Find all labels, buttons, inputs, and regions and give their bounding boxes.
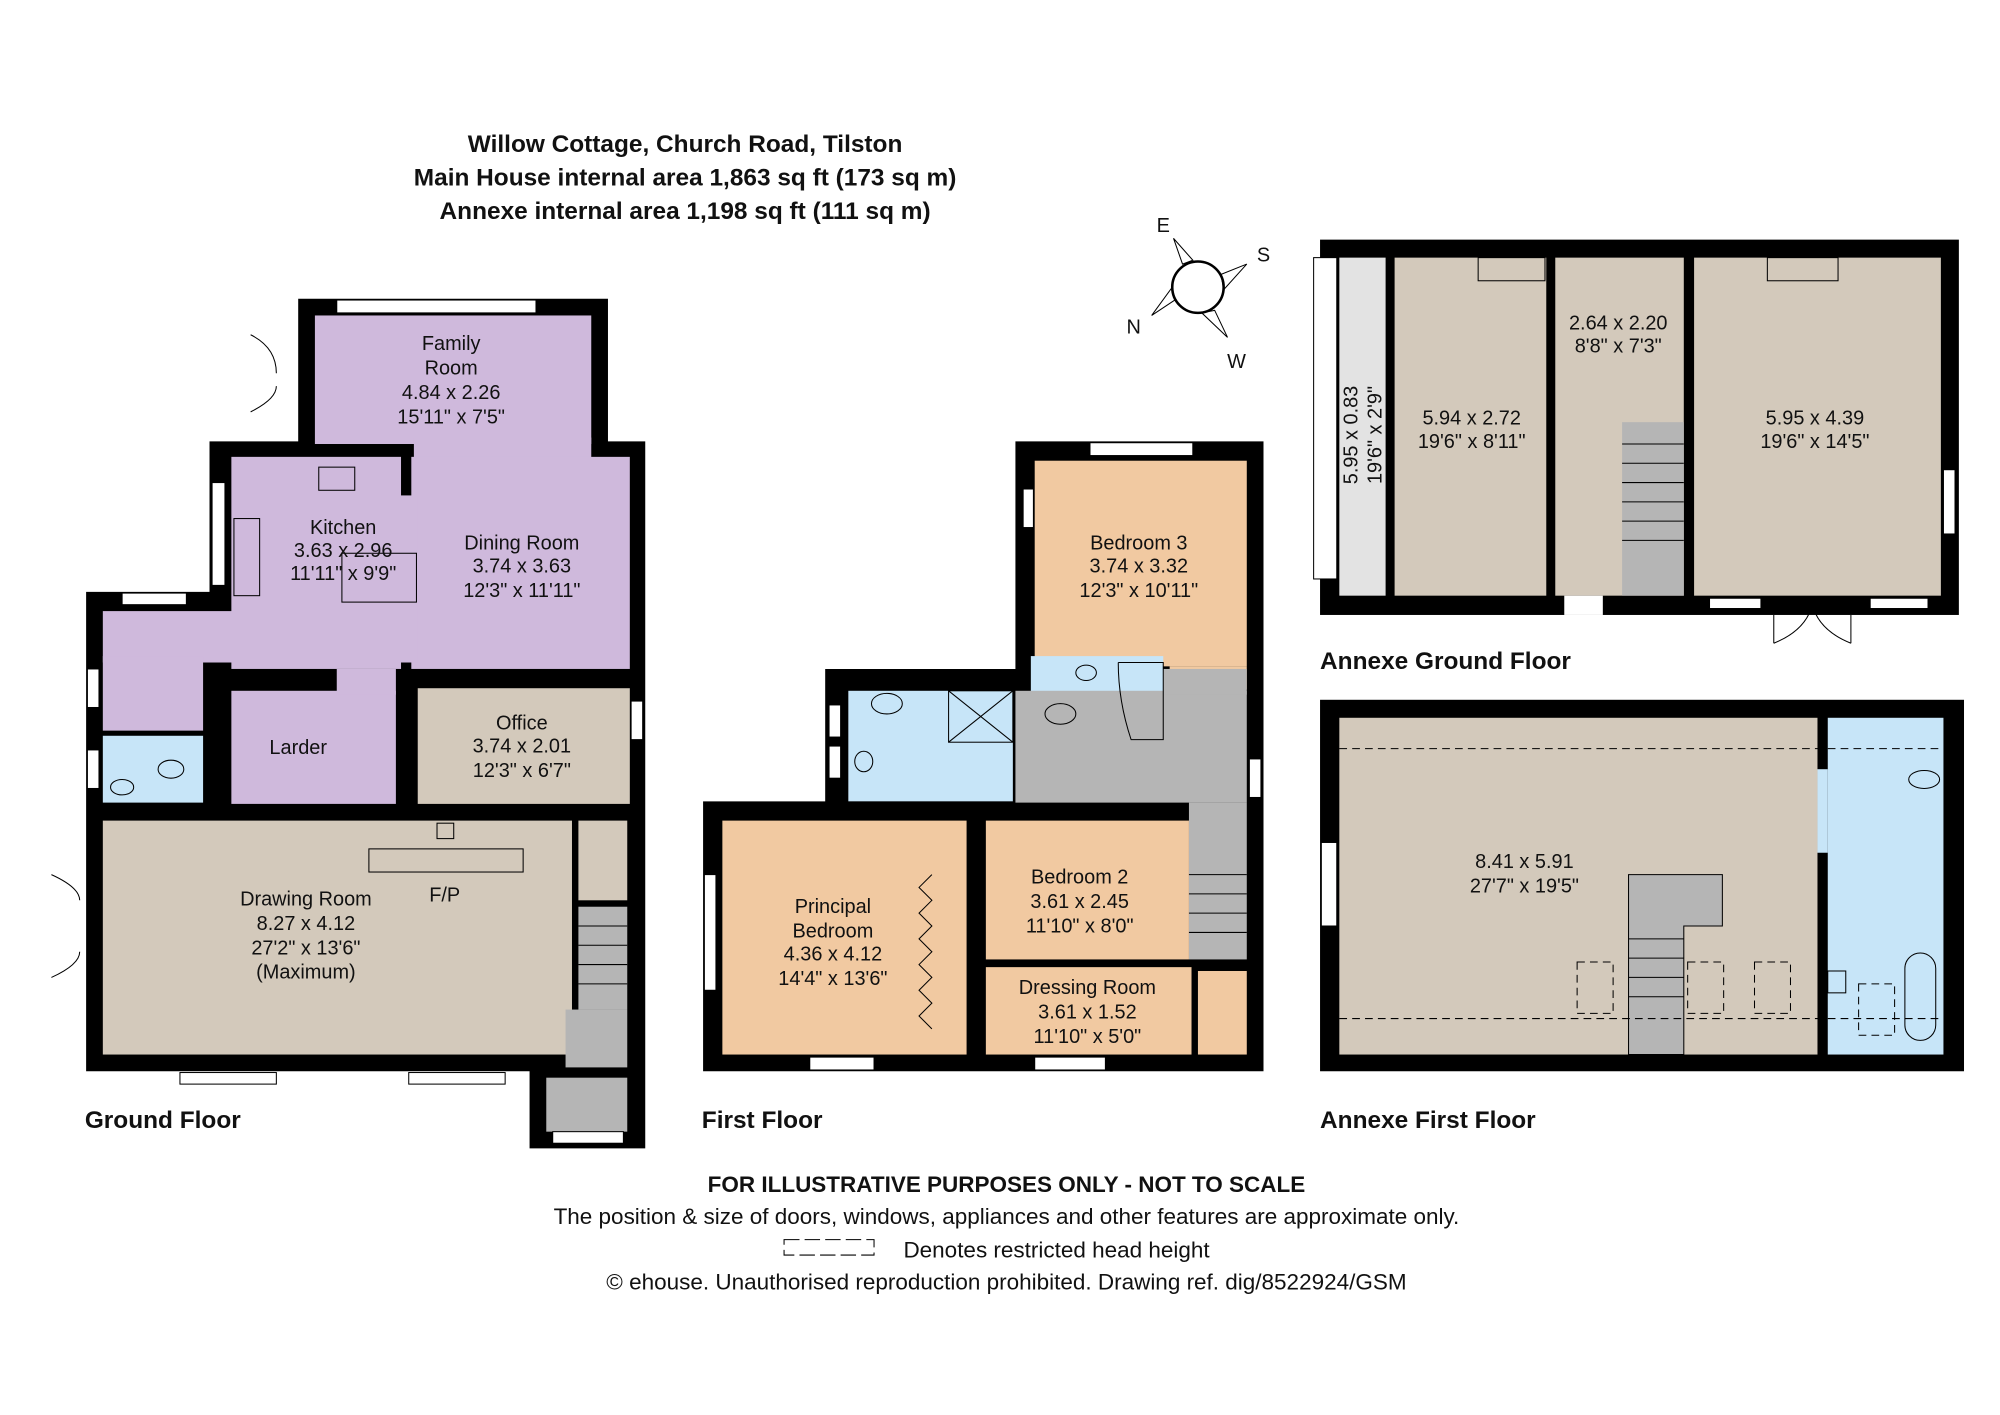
annexe-first-room-metric: 8.41 x 5.91: [1475, 851, 1574, 873]
staircase: [1188, 802, 1247, 960]
family-room-label-2: Room: [425, 358, 478, 380]
dining-room-metric: 3.74 x 3.63: [473, 556, 572, 578]
kitchen-imperial: 11'11" x 9'9": [290, 563, 396, 585]
annexe-first-staircase: [1628, 874, 1723, 1056]
annexe-store-metric: 5.95 x 0.83: [1340, 386, 1362, 485]
annexe-first-floor-room: [1339, 717, 1818, 1055]
drawing-room-note: (Maximum): [256, 962, 356, 984]
bedroom-2-metric: 3.61 x 2.45: [1030, 891, 1129, 913]
hallway: [102, 611, 234, 663]
bedroom-2: [985, 820, 1189, 960]
staircase: [578, 906, 628, 1010]
annexe-hall-metric: 2.64 x 2.20: [1569, 313, 1668, 335]
annexe-ground-floor-plan: 5.95 x 0.83 19'6" x 2'9" 5.94 x 2.72 19'…: [1313, 239, 1959, 675]
annexe-room-1-imperial: 19'6" x 8'11": [1418, 431, 1526, 453]
annexe-first-floor-plan: 8.41 x 5.91 27'7" x 19'5" Annexe First F…: [1320, 699, 1965, 1134]
bedroom-3-metric: 3.74 x 3.32: [1090, 556, 1189, 578]
disclaimer: FOR ILLUSTRATIVE PURPOSES ONLY - NOT TO …: [708, 1172, 1306, 1197]
first-floor-plan: Bedroom 3 3.74 x 3.32 12'3" x 10'11" Pri…: [702, 441, 1264, 1134]
annexe-hall-imperial: 8'8" x 7'3": [1575, 336, 1662, 358]
bathroom: [848, 690, 1013, 802]
principal-bedroom-label: Principal: [795, 896, 871, 918]
copyright: © ehouse. Unauthorised reproduction proh…: [606, 1270, 1406, 1295]
bedroom-2-imperial: 11'10" x 8'0": [1026, 915, 1134, 937]
office-imperial: 12'3" x 6'7": [473, 760, 571, 782]
porch: [546, 1077, 628, 1132]
annexe-bathroom: [1827, 717, 1944, 1055]
annexe-store: [1339, 257, 1386, 596]
annexe-room-1: [1394, 257, 1547, 596]
principal-bedroom-label-2: Bedroom: [793, 921, 874, 943]
office-metric: 3.74 x 2.01: [473, 735, 572, 757]
dressing-room-metric: 3.61 x 1.52: [1038, 1002, 1137, 1024]
compass-n: N: [1126, 316, 1140, 338]
kitchen-metric: 3.63 x 2.96: [294, 540, 393, 562]
dining-room-imperial: 12'3" x 11'11": [463, 580, 580, 602]
compass-s: S: [1257, 244, 1270, 266]
annexe-first-room-imperial: 27'7" x 19'5": [1470, 876, 1579, 898]
office-label: Office: [496, 712, 548, 734]
drawing-room: [102, 820, 572, 1055]
kitchen-label: Kitchen: [310, 517, 376, 539]
annexe-first-floor-label: Annexe First Floor: [1320, 1107, 1536, 1134]
annexe-staircase: [1622, 422, 1684, 596]
landing: [1015, 690, 1247, 803]
principal-bedroom-metric: 4.36 x 4.12: [784, 944, 883, 966]
dressing-room-label: Dressing Room: [1019, 977, 1156, 999]
compass-e: E: [1157, 215, 1170, 237]
family-room: [314, 315, 592, 445]
family-room-imperial: 15'11" x 7'5": [397, 406, 505, 428]
principal-bedroom: [722, 820, 967, 1055]
larder-label: Larder: [269, 737, 327, 759]
office: [417, 688, 630, 804]
drawing-room-label: Drawing Room: [240, 888, 372, 910]
bedroom-3: [1034, 460, 1247, 667]
annexe-room-2: [1694, 257, 1941, 596]
restricted-height-legend-icon: [783, 1239, 875, 1256]
larder: [231, 690, 396, 804]
family-room-label: Family: [422, 333, 481, 355]
first-floor-label: First Floor: [702, 1107, 823, 1134]
dressing-room-imperial: 11'10" x 5'0": [1034, 1026, 1142, 1048]
property-title: Willow Cottage, Church Road, Tilston: [468, 131, 903, 158]
compass-icon: E S N W: [1126, 215, 1270, 373]
annexe-room-2-imperial: 19'6" x 14'5": [1760, 431, 1869, 453]
ground-floor-plan: Family Room 4.84 x 2.26 15'11" x 7'5" Ki…: [51, 298, 646, 1149]
dining-room-label: Dining Room: [464, 532, 579, 554]
annexe-room-2-metric: 5.95 x 4.39: [1766, 408, 1865, 430]
annexe-store-imperial: 19'6" x 2'9": [1365, 386, 1387, 484]
bedroom-3-imperial: 12'3" x 10'11": [1079, 580, 1198, 602]
legend-text: Denotes restricted head height: [903, 1238, 1210, 1263]
annexe-room-1-metric: 5.94 x 2.72: [1422, 408, 1521, 430]
drawing-room-metric: 8.27 x 4.12: [257, 913, 356, 935]
compass-w: W: [1227, 351, 1246, 373]
bedroom-2-label: Bedroom 2: [1031, 867, 1128, 889]
fireplace-label: F/P: [429, 885, 460, 907]
main-house-area: Main House internal area 1,863 sq ft (17…: [414, 165, 957, 192]
cloakroom: [102, 735, 204, 803]
family-room-metric: 4.84 x 2.26: [402, 382, 501, 404]
principal-bedroom-imperial: 14'4" x 13'6": [778, 968, 887, 990]
annexe-area: Annexe internal area 1,198 sq ft (111 sq…: [440, 198, 931, 225]
drawing-room-imperial: 27'2" x 13'6": [251, 937, 360, 959]
approx-note: The position & size of doors, windows, a…: [554, 1204, 1460, 1229]
dining-room: [411, 456, 630, 669]
ground-floor-label: Ground Floor: [85, 1107, 241, 1134]
dressing-room: [985, 967, 1192, 1055]
bedroom-3-label: Bedroom 3: [1090, 532, 1187, 554]
annexe-ground-floor-label: Annexe Ground Floor: [1320, 648, 1571, 675]
